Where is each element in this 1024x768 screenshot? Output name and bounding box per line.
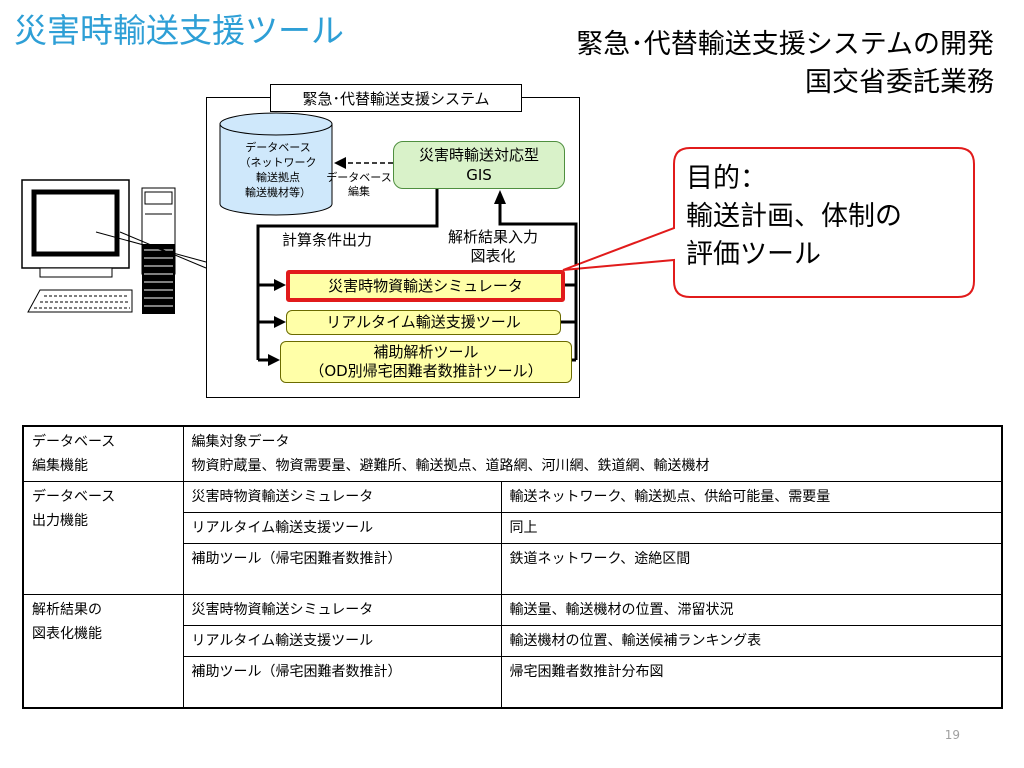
table-row: リアルタイム輸送支援ツール 輸送機材の位置、輸送候補ランキング表 [23, 625, 1003, 657]
desc-cell: 輸送機材の位置、輸送候補ランキング表 [500, 625, 1003, 657]
analysis-result-connector [494, 190, 578, 362]
callout-line-1: 目的： [686, 163, 767, 194]
callout-shape [562, 147, 975, 298]
db-edit-line-2: 物資貯蔵量、物資需要量、避難所、輸送拠点、道路網、河川網、鉄道網、輸送機材 [191, 458, 710, 474]
function-table: データベース 編集機能 編集対象データ 物資貯蔵量、物資需要量、避難所、輸送拠点… [22, 425, 1003, 709]
db-edit-line-1: 編集対象データ [191, 434, 290, 450]
table-row: 補助ツール（帰宅困難者数推計） 鉄道ネットワーク、途絶区間 [23, 543, 1003, 595]
tool-cell: 補助ツール（帰宅困難者数推計） [182, 543, 502, 595]
db-edit-line-2: 編集 [348, 185, 370, 198]
database-label-line-1: データベース [245, 141, 311, 154]
realtime-tool-box: リアルタイム輸送支援ツール [286, 310, 561, 335]
calc-output-connector [256, 189, 439, 366]
diagram-graphics [21, 112, 975, 366]
desc-cell: 同上 [500, 512, 1003, 544]
desc-cell: 輸送量、輸送機材の位置、滞留状況 [500, 594, 1003, 626]
db-edit-arrow [334, 157, 393, 169]
gis-line-1: 災害時輸送対応型 [418, 146, 539, 164]
callout-line-2: 輸送計画、体制の [686, 201, 902, 232]
row-label-analysis: 解析結果の 図表化機能 [22, 594, 184, 709]
analysis-line-1: 解析結果入力 [448, 228, 539, 246]
page-subtitle: 緊急･代替輸送支援システムの開発 国交省委託業務 [576, 26, 994, 102]
aux-tool-line-2: （OD別帰宅困難者数推計ツール） [309, 362, 543, 380]
callout-text: 目的： 輸送計画、体制の 評価ツール [686, 160, 902, 274]
table-row: 解析結果の 図表化機能 災害時物資輸送シミュレータ 輸送量、輸送機材の位置、滞留… [22, 594, 1003, 709]
table-row: 補助ツール（帰宅困難者数推計） 帰宅困難者数推計分布図 [23, 656, 1003, 709]
tool-cell: リアルタイム輸送支援ツール [182, 625, 502, 657]
tool-cell: リアルタイム輸送支援ツール [182, 512, 502, 544]
database-label-line-4: 輸送機材等） [245, 186, 311, 199]
gis-box: 災害時輸送対応型 GIS [393, 141, 565, 189]
table-row: データベース 出力機能 災害時物資輸送シミュレータ 輸送ネットワーク、輸送拠点、… [22, 481, 1003, 595]
db-edit-label: データベース 編集 [320, 171, 398, 199]
database-label-line-3: 輸送拠点 [256, 171, 300, 184]
tool-cell: 災害時物資輸送シミュレータ [182, 481, 502, 513]
callout-line-3: 評価ツール [686, 239, 821, 270]
database-label-line-2: （ネットワーク [239, 156, 317, 169]
aux-tool-line-1: 補助解析ツール [373, 343, 479, 361]
analysis-label: 解析結果入力 図表化 [448, 228, 538, 266]
db-edit-line-1: データベース [326, 171, 392, 184]
db-edit-content: 編集対象データ 物資貯蔵量、物資需要量、避難所、輸送拠点、道路網、河川網、鉄道網… [182, 425, 1003, 482]
page-number: 19 [944, 728, 960, 742]
desc-cell: 鉄道ネットワーク、途絶区間 [500, 543, 1003, 595]
tool-cell: 補助ツール（帰宅困難者数推計） [182, 656, 502, 709]
page-title: 災害時輸送支援ツール [14, 11, 344, 50]
system-label: 緊急･代替輸送支援システム [270, 84, 522, 112]
desc-cell: 輸送ネットワーク、輸送拠点、供給可能量、需要量 [500, 481, 1003, 513]
calc-output-label: 計算条件出力 [282, 231, 373, 249]
table-row: データベース 編集機能 編集対象データ 物資貯蔵量、物資需要量、避難所、輸送拠点… [22, 425, 1003, 482]
gis-line-2: GIS [466, 166, 492, 184]
aux-tool-box: 補助解析ツール （OD別帰宅困難者数推計ツール） [280, 341, 572, 383]
row-label-db-edit: データベース 編集機能 [22, 425, 184, 482]
simulator-tool-box: 災害時物資輸送シミュレータ [286, 270, 565, 302]
database-label: データベース （ネットワーク 輸送拠点 輸送機材等） [222, 140, 334, 200]
subtitle-line-2: 国交省委託業務 [805, 67, 994, 98]
database-cylinder-icon [219, 112, 333, 216]
desc-cell: 帰宅困難者数推計分布図 [500, 656, 1003, 709]
computer-icon [21, 179, 207, 314]
row-label-db-output: データベース 出力機能 [22, 481, 184, 595]
subtitle-line-1: 緊急･代替輸送支援システムの開発 [576, 29, 994, 60]
analysis-line-2: 図表化 [470, 247, 516, 265]
tool-cell: 災害時物資輸送シミュレータ [182, 594, 502, 626]
